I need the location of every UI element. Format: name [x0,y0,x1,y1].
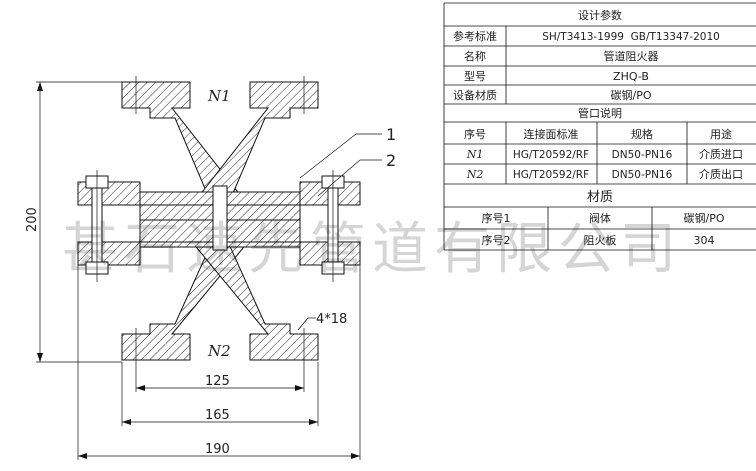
row-label-material: 设备材质 [453,88,497,102]
port-header-use: 用途 [710,127,732,141]
row-value-name: 管道阻火器 [604,49,659,63]
row-label-name: 名称 [464,49,486,63]
bolt-right [321,170,345,282]
dim-125-text: 125 [205,374,230,389]
port-row-n1-std: HG/T20592/RF [513,149,589,161]
port-row-n2-id: N2 [466,168,484,181]
bottom-flange-right [190,241,319,361]
dim-190-text: 190 [205,442,230,457]
material-row2-no: 序号2 [482,233,511,247]
port-header-std: 连接面标准 [524,127,579,141]
material-row2-material: 304 [694,234,715,247]
port-header-spec: 规格 [631,127,653,141]
company-watermark: 甚石速先管道有限公司 [62,217,682,282]
port-row-n2-spec: DN50-PN16 [612,169,673,181]
dim-165-text: 165 [205,408,230,423]
material-row1-no: 序号1 [482,211,511,225]
port-row-n1-use: 介质进口 [699,148,743,161]
row-value-material: 碳钢/PO [611,88,652,102]
row-value-model: ZHQ-B [613,70,649,83]
callout-2: 2 [386,151,396,170]
valve-body-section [77,76,361,366]
row-value-standard: SH/T3413-1999 GB/T13347-2010 [542,31,720,43]
material-row1-part: 阀体 [589,211,611,225]
port-row-n2-std: HG/T20592/RF [513,169,589,181]
nozzle-n2-label: N2 [207,342,231,360]
port-table-title: 管口说明 [578,106,622,120]
dimension-height: 200 [25,81,122,363]
top-flange-right [190,81,319,206]
dimension-165: 165 [121,362,319,426]
port-row-n1-id: N1 [466,148,484,161]
row-label-standard: 参考标准 [453,29,497,43]
material-row1-material: 碳钢/PO [684,211,725,225]
port-row-n1-spec: DN50-PN16 [612,149,673,161]
dim-height-text: 200 [25,207,40,232]
port-header-no: 序号 [464,127,486,141]
spec-table-title: 设计参数 [578,8,622,22]
row-label-model: 型号 [464,69,486,83]
callout-1: 1 [386,125,396,144]
port-row-n2-use: 介质出口 [699,167,743,181]
dimension-190: 190 [77,265,361,460]
nozzle-n1-label: N1 [207,87,231,105]
material-table-title: 材质 [587,190,613,205]
bolt-left [85,170,109,282]
material-row2-part: 阻火板 [584,233,617,247]
bolt-hole-note: 4*18 [316,312,347,327]
spec-table [443,2,756,251]
dimension-125: 125 [135,366,305,392]
